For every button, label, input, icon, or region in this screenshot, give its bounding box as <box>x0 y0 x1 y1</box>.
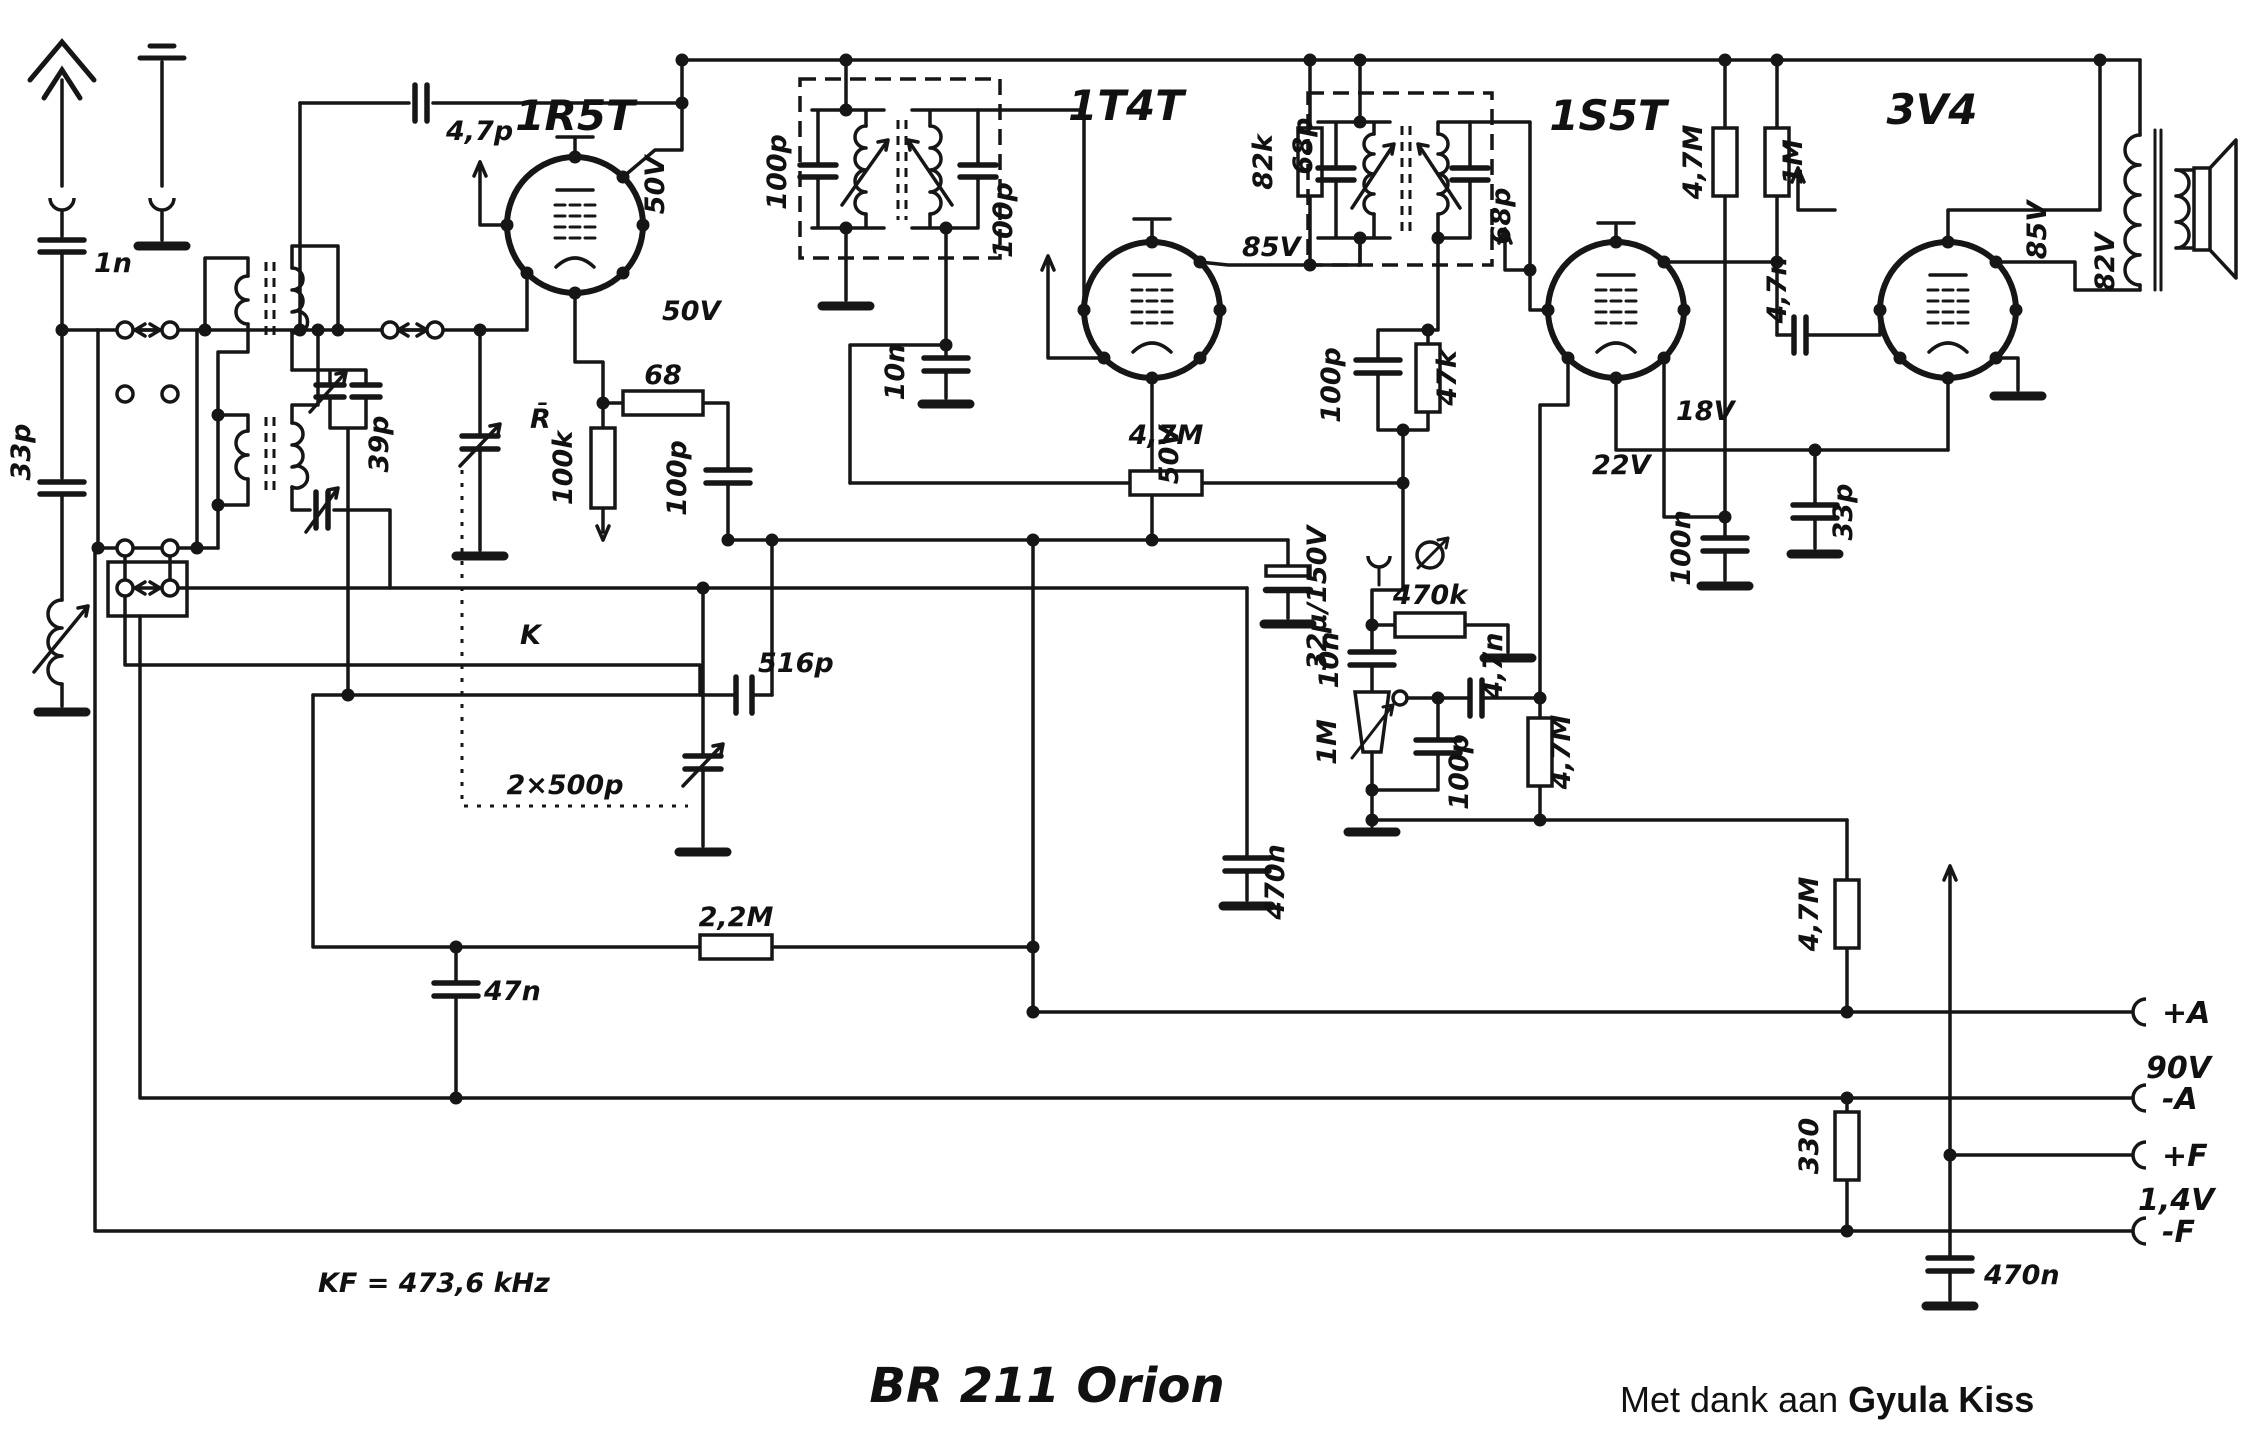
terminal-minus-a: -A <box>2162 1082 2198 1117</box>
label-c100n: 100n <box>1666 510 1697 586</box>
tube-1s5t <box>1539 221 1693 387</box>
avc-line <box>848 469 1405 497</box>
label-v18: 18V <box>1676 396 1737 427</box>
band-switch <box>93 320 220 618</box>
label-c100p-det: 100p <box>1316 347 1347 423</box>
supply-terminals <box>2131 997 2147 1246</box>
label-tube1: 1R5T <box>515 91 638 140</box>
label-r47M-af: 4,7M <box>1546 715 1577 791</box>
label-v50-t2: 50V <box>1154 424 1185 485</box>
label-c100p-osc: 100p <box>662 440 693 516</box>
label-tube2: 1T4T <box>1068 81 1187 130</box>
label-c100p-if1a: 100p <box>762 134 793 210</box>
label-v22: 22V <box>1592 450 1653 481</box>
label-c1n: 1n <box>94 248 132 279</box>
if-transformer-2 <box>1306 58 1550 312</box>
af-network <box>1343 536 1849 837</box>
label-c68p-b: 68p <box>1486 188 1517 245</box>
label-r47M-bias: 4,7M <box>1794 877 1825 953</box>
label-v50-sg: 50V <box>640 154 671 215</box>
label-r1M-load: 1M <box>1778 139 1809 185</box>
label-r68: 68 <box>644 360 682 391</box>
label-c39p: 39p <box>364 416 395 473</box>
label-c47n-af: 4,7n <box>1478 632 1509 700</box>
label-v85a: 85V <box>1242 232 1303 263</box>
label-r330: 330 <box>1794 1118 1825 1174</box>
label-v82: 82V <box>2090 231 2121 292</box>
earth-antenna-icon <box>133 43 191 251</box>
3v4-wiring <box>1790 58 2142 452</box>
label-r82k: 82k <box>1248 132 1279 190</box>
label-pot1M: 1M <box>1312 719 1343 765</box>
label-c68p-a: 68p <box>1288 118 1319 175</box>
label-tube3: 1S5T <box>1549 91 1670 140</box>
terminal-plus-a: +A <box>2162 996 2210 1031</box>
tube-1r5t <box>498 135 652 302</box>
lw-transformer <box>216 328 392 590</box>
1r5t-wiring <box>298 58 753 542</box>
credit-name: Gyula Kiss <box>1848 1379 2034 1420</box>
label-r470k: 470k <box>1392 580 1469 611</box>
tube-3v4 <box>1871 233 2025 387</box>
terminal-minus-f: -F <box>2162 1215 2195 1250</box>
label-v85b: 85V <box>2022 199 2053 260</box>
1s5t-wiring <box>1538 58 1950 700</box>
terminal-plus-f: +F <box>2162 1139 2208 1174</box>
schematic-title: BR 211 Orion <box>869 1358 1224 1414</box>
label-c100p-if1b: 100p <box>988 182 1019 258</box>
label-c47p: 4,7p <box>445 116 513 147</box>
credit-line: Met dank aan Gyula Kiss <box>1620 1379 2034 1420</box>
antenna-coupling <box>32 237 100 717</box>
label-r100k: 100k <box>548 429 579 505</box>
jack-icon <box>1366 555 1392 569</box>
antenna-transformer <box>203 244 383 697</box>
label-gang: 2×500p <box>506 770 623 801</box>
label-c47n-coup: 4,7n <box>1762 256 1793 324</box>
label-k: K <box>520 620 543 651</box>
terminal-14v: 1,4V <box>2138 1183 2217 1218</box>
label-c32u: 32μ/150V <box>1302 524 1333 671</box>
label-c33p-ant: 33p <box>6 424 37 481</box>
label-tube4: 3V4 <box>1887 85 1978 134</box>
label-c10n-af: 10n <box>1314 632 1345 689</box>
label-c10n-if1: 10n <box>880 344 911 401</box>
tuning-gang <box>451 328 732 857</box>
label-c33p-fil: 33p <box>1828 484 1859 541</box>
label-r-dial: R̄ <box>530 402 551 435</box>
terminal-90v: 90V <box>2146 1051 2214 1086</box>
label-c516p: 516p <box>758 648 834 679</box>
terminal-labels: +A 90V -A +F 1,4V -F <box>2138 996 2217 1250</box>
label-r22M: 2,2M <box>699 902 774 933</box>
antenna-icon <box>27 38 97 238</box>
k-buses <box>123 586 1276 911</box>
label-r47k: 47k <box>1432 348 1463 407</box>
labels: 1n 33p 4,7p 1R5T 50V 50V 100p 100p 10n 1… <box>6 81 2121 1291</box>
rf-grid-line <box>195 101 529 340</box>
label-c100p-af: 100p <box>1444 734 1475 810</box>
speaker-icon <box>2192 138 2238 280</box>
label-c470n-fil: 470n <box>1983 1260 2060 1291</box>
screen-rail <box>726 538 1317 1014</box>
supply-rails <box>93 546 2134 1311</box>
label-r47M-avc: 4,7M <box>1128 420 1204 451</box>
label-v50-an: 50V <box>662 296 723 327</box>
label-c470n-avc: 470n <box>1260 844 1291 921</box>
junction-dots <box>55 53 2107 1238</box>
if-frequency-note: KF = 473,6 kHz <box>318 1268 550 1299</box>
detector-network <box>1353 236 1442 627</box>
label-r47M-sg: 4,7M <box>1678 125 1709 201</box>
output-transformer <box>2123 58 2196 292</box>
credit-prefix: Met dank aan <box>1620 1379 1848 1420</box>
label-c47n-ag: 47n <box>483 976 541 1007</box>
